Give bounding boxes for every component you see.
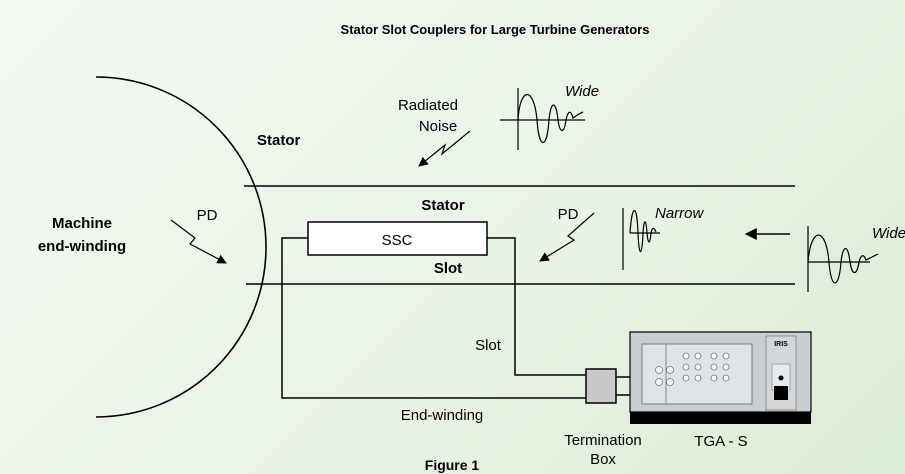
- wide-waveform-top-icon: [500, 88, 585, 150]
- label-wide-top: Wide: [565, 83, 599, 100]
- label-stator-upper: Stator: [257, 132, 301, 149]
- label-end-winding-wire: End-winding: [401, 407, 484, 424]
- label-slot-wire: Slot: [475, 337, 502, 354]
- label-box: Box: [590, 451, 616, 468]
- narrow-waveform-icon: [622, 208, 660, 270]
- machine-end-winding-arc: [95, 76, 267, 418]
- label-machine: Machine: [52, 215, 112, 232]
- diagram-title: Stator Slot Couplers for Large Turbine G…: [341, 22, 650, 37]
- label-tga: TGA - S: [694, 433, 747, 450]
- instrument-connectors: [655, 352, 730, 386]
- tga-s-instrument: IRIS: [629, 331, 812, 424]
- label-stator-mid: Stator: [421, 197, 465, 214]
- label-slot-bold: Slot: [434, 260, 462, 277]
- label-narrow: Narrow: [655, 205, 705, 222]
- figure-label: Figure 1: [425, 457, 480, 473]
- label-pd-right: PD: [558, 206, 579, 223]
- label-wide-right: Wide: [872, 225, 905, 242]
- pd-left-lightning-icon: [170, 219, 227, 264]
- pd-right-lightning-icon: [539, 212, 595, 262]
- slot-cable: [487, 237, 586, 376]
- label-end-winding-machine: end-winding: [38, 238, 126, 255]
- termination-box: [585, 368, 617, 404]
- label-termination: Termination: [564, 432, 642, 449]
- label-noise: Noise: [419, 118, 457, 135]
- instrument-brand-logo: IRIS: [774, 341, 788, 348]
- instrument-base: [630, 410, 811, 424]
- ssc-label: SSC: [382, 232, 413, 249]
- label-pd-left: PD: [197, 207, 218, 224]
- instrument-switch: [774, 386, 788, 400]
- label-radiated: Radiated: [398, 97, 458, 114]
- instrument-indicator-dot: [778, 375, 784, 381]
- radiated-noise-lightning-icon: [418, 130, 471, 167]
- wide-waveform-right-icon: [807, 226, 879, 292]
- end-winding-cable: [281, 237, 586, 399]
